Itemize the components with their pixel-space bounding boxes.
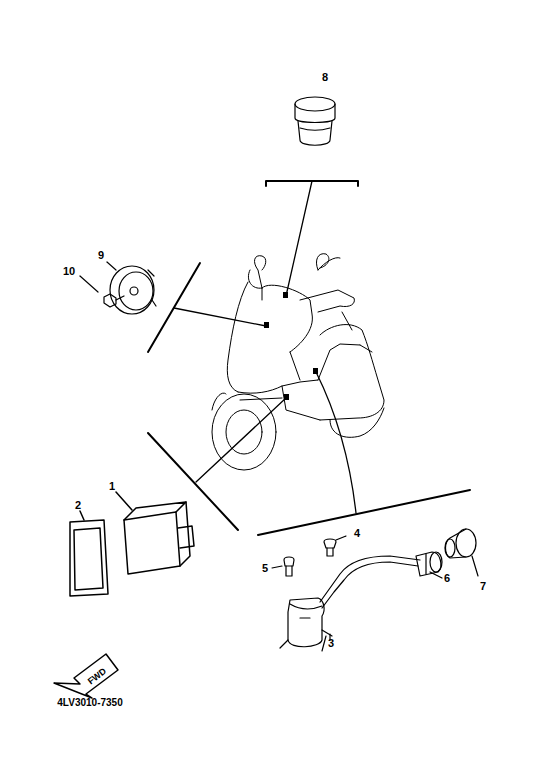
group-brackets: [148, 181, 470, 535]
callout-number: 6: [444, 573, 450, 584]
callout-number: 3: [328, 638, 334, 649]
callout-number: 8: [322, 72, 328, 83]
scooter-mirrors: [255, 254, 329, 288]
arrow-label: FWD: [86, 666, 108, 686]
ignition-coil-part: [280, 556, 420, 648]
callout-number: 7: [480, 581, 486, 592]
bolt-part: [80, 276, 124, 307]
front-wheel: [212, 393, 276, 470]
callout-number: 2: [75, 500, 81, 511]
forward-arrow: [54, 654, 118, 698]
leader-line: [322, 636, 326, 651]
cap-part: [445, 529, 478, 576]
control-unit-part: [116, 492, 194, 574]
callout-number: 1: [109, 481, 115, 492]
callout-number: 9: [98, 250, 104, 261]
group-leaders: [174, 181, 356, 513]
location-marks: [264, 292, 318, 400]
callout-number: 10: [63, 266, 75, 277]
drawing-code: 4LV3010-7350: [57, 698, 122, 708]
scooter-outline: [227, 258, 384, 438]
callout-number: 4: [354, 528, 360, 539]
screw-parts: [272, 536, 346, 576]
cover-part: [70, 511, 108, 596]
horn-part: [107, 262, 156, 314]
callout-number: 5: [262, 563, 268, 574]
plug-cap-part: [416, 552, 442, 578]
reservoir-part: [295, 97, 335, 145]
